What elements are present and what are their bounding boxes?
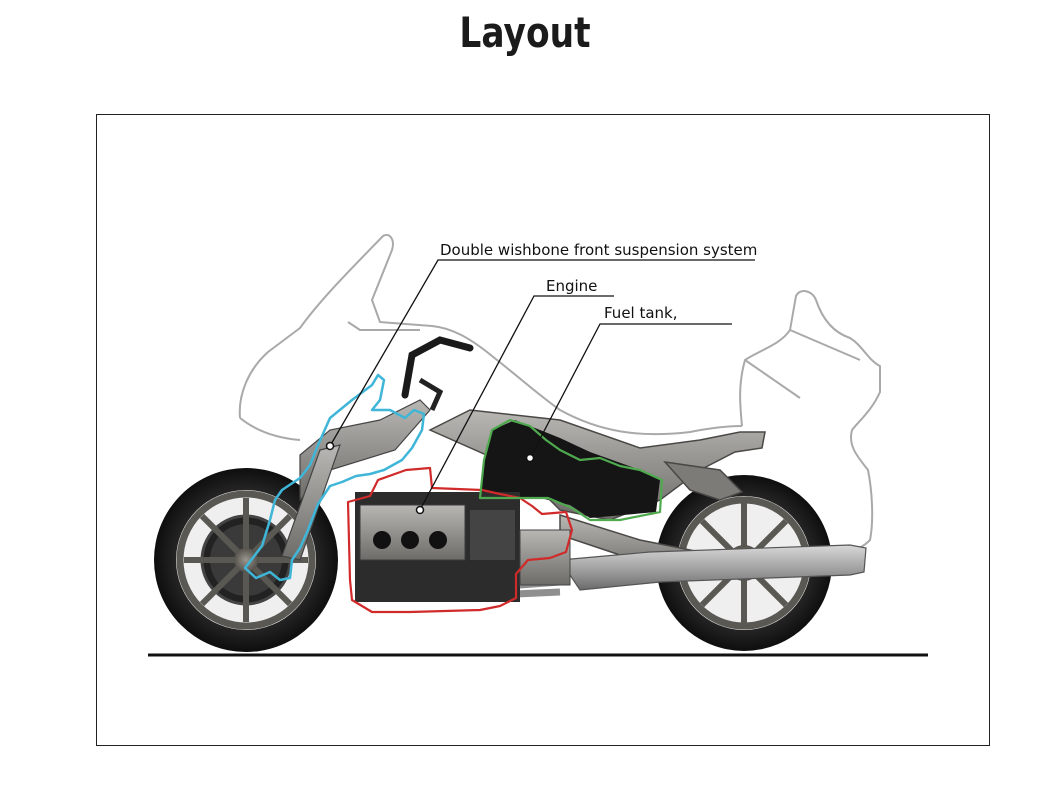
engine-outline: [346, 466, 574, 614]
body-outline: [238, 234, 881, 549]
front-suspension-outline: [243, 373, 426, 582]
page-title: Layout: [459, 8, 591, 57]
handlebar: [401, 336, 474, 399]
fuel-tank-body: [480, 420, 660, 518]
diagram-frame: [96, 114, 990, 746]
callout-front-suspension: Double wishbone front suspension system: [440, 241, 757, 259]
fuel-tank-outline: [478, 418, 664, 522]
callout-lines: [329, 259, 755, 511]
callout-dots: [325, 441, 535, 515]
front-wheel: [154, 468, 338, 652]
callout-fuel-tank: Fuel tank,: [604, 304, 678, 322]
engine-block: [355, 492, 571, 602]
callout-engine: Engine: [546, 277, 597, 295]
headlight-bracket: [418, 377, 444, 412]
exhaust-pipe: [558, 544, 867, 591]
